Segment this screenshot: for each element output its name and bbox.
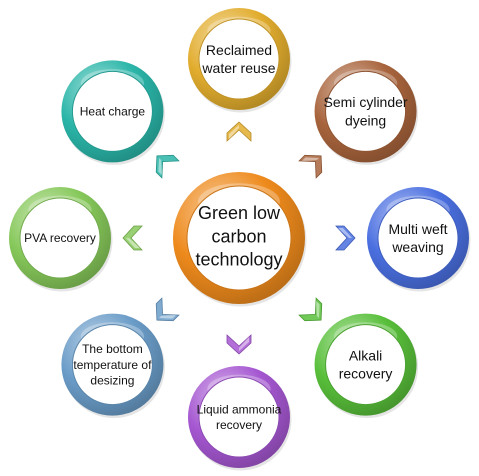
chevron-icon <box>298 297 323 322</box>
chevron-icon <box>226 121 252 142</box>
chevron-highlight <box>158 158 162 176</box>
node-multi-weft-weaving: Multi weft weaving <box>367 187 471 292</box>
arrow-bottom-temperature-of-desizing-icon <box>155 297 180 322</box>
center-node: Green low carbon technology <box>173 172 307 307</box>
node-reclaimed-water-reuse-label-line: water reuse <box>201 60 275 76</box>
chevron-highlight <box>316 300 320 318</box>
node-pva-recovery: PVA recovery <box>9 187 113 292</box>
node-multi-weft-weaving-inner <box>377 197 459 279</box>
center-label-line: carbon <box>211 226 266 246</box>
node-multi-weft-weaving-label-line: Multi weft <box>388 221 447 237</box>
chevron-icon <box>335 225 356 251</box>
chevron-icon <box>155 154 180 179</box>
chevron-highlight <box>159 315 177 319</box>
node-heat-charge-inner <box>71 70 153 152</box>
chevron-highlight <box>338 228 352 238</box>
node-bottom-temperature-of-desizing-label-line: temperature of <box>73 358 152 372</box>
arrow-semi-cylinder-dyeing-icon <box>298 154 323 179</box>
chevron-highlight <box>239 337 249 351</box>
node-pva-recovery-inner <box>19 197 101 279</box>
chevron-highlight <box>301 157 319 161</box>
chevron-icon <box>122 225 143 251</box>
node-alkali-recovery-label-line: Alkali <box>349 347 382 363</box>
node-semi-cylinder-dyeing-label-line: Semi cylinder <box>324 94 408 110</box>
node-semi-cylinder-dyeing: Semi cylinder dyeing <box>314 60 419 165</box>
center-label-line: Green low <box>198 203 281 223</box>
chevron-icon <box>226 334 252 355</box>
node-semi-cylinder-dyeing-label-line: dyeing <box>345 112 386 128</box>
chevron-highlight <box>126 238 140 248</box>
arrow-reclaimed-water-reuse-icon <box>226 121 252 142</box>
arrow-alkali-recovery-icon <box>298 297 323 322</box>
arrow-heat-charge-icon <box>155 154 180 179</box>
node-alkali-recovery-inner <box>325 324 407 406</box>
node-bottom-temperature-of-desizing-label-line: The bottom <box>82 342 143 356</box>
node-semi-cylinder-dyeing-inner <box>325 70 407 152</box>
node-bottom-temperature-of-desizing-inner <box>71 324 153 406</box>
node-reclaimed-water-reuse-label-line: Reclaimed <box>206 42 272 58</box>
chevron-icon <box>298 154 323 179</box>
arrow-pva-recovery-icon <box>122 225 143 251</box>
node-reclaimed-water-reuse-inner <box>198 18 280 100</box>
node-alkali-recovery-label-line: recovery <box>339 366 393 382</box>
chevron-highlight <box>229 125 239 139</box>
node-liquid-ammonia-recovery: Liquid ammonia recovery <box>188 366 292 471</box>
node-reclaimed-water-reuse: Reclaimed water reuse <box>188 8 292 113</box>
node-liquid-ammonia-recovery-label-line: recovery <box>216 418 262 432</box>
center-label-line: technology <box>195 250 282 270</box>
chevron-icon <box>155 297 180 322</box>
node-bottom-temperature-of-desizing-label-line: desizing <box>90 373 134 387</box>
node-heat-charge: Heat charge <box>61 60 165 165</box>
node-liquid-ammonia-recovery-inner <box>198 376 280 458</box>
node-multi-weft-weaving-label-line: weaving <box>391 239 443 255</box>
node-liquid-ammonia-recovery-label-line: Liquid ammonia <box>197 402 282 416</box>
arrows-layer <box>122 121 356 355</box>
node-alkali-recovery: Alkali recovery <box>314 313 419 419</box>
arrow-multi-weft-weaving-icon <box>335 225 356 251</box>
arrow-liquid-ammonia-recovery-icon <box>226 334 252 355</box>
node-heat-charge-label-line: Heat charge <box>80 105 146 119</box>
node-pva-recovery-label-line: PVA recovery <box>24 231 96 245</box>
center-inner <box>186 185 292 291</box>
